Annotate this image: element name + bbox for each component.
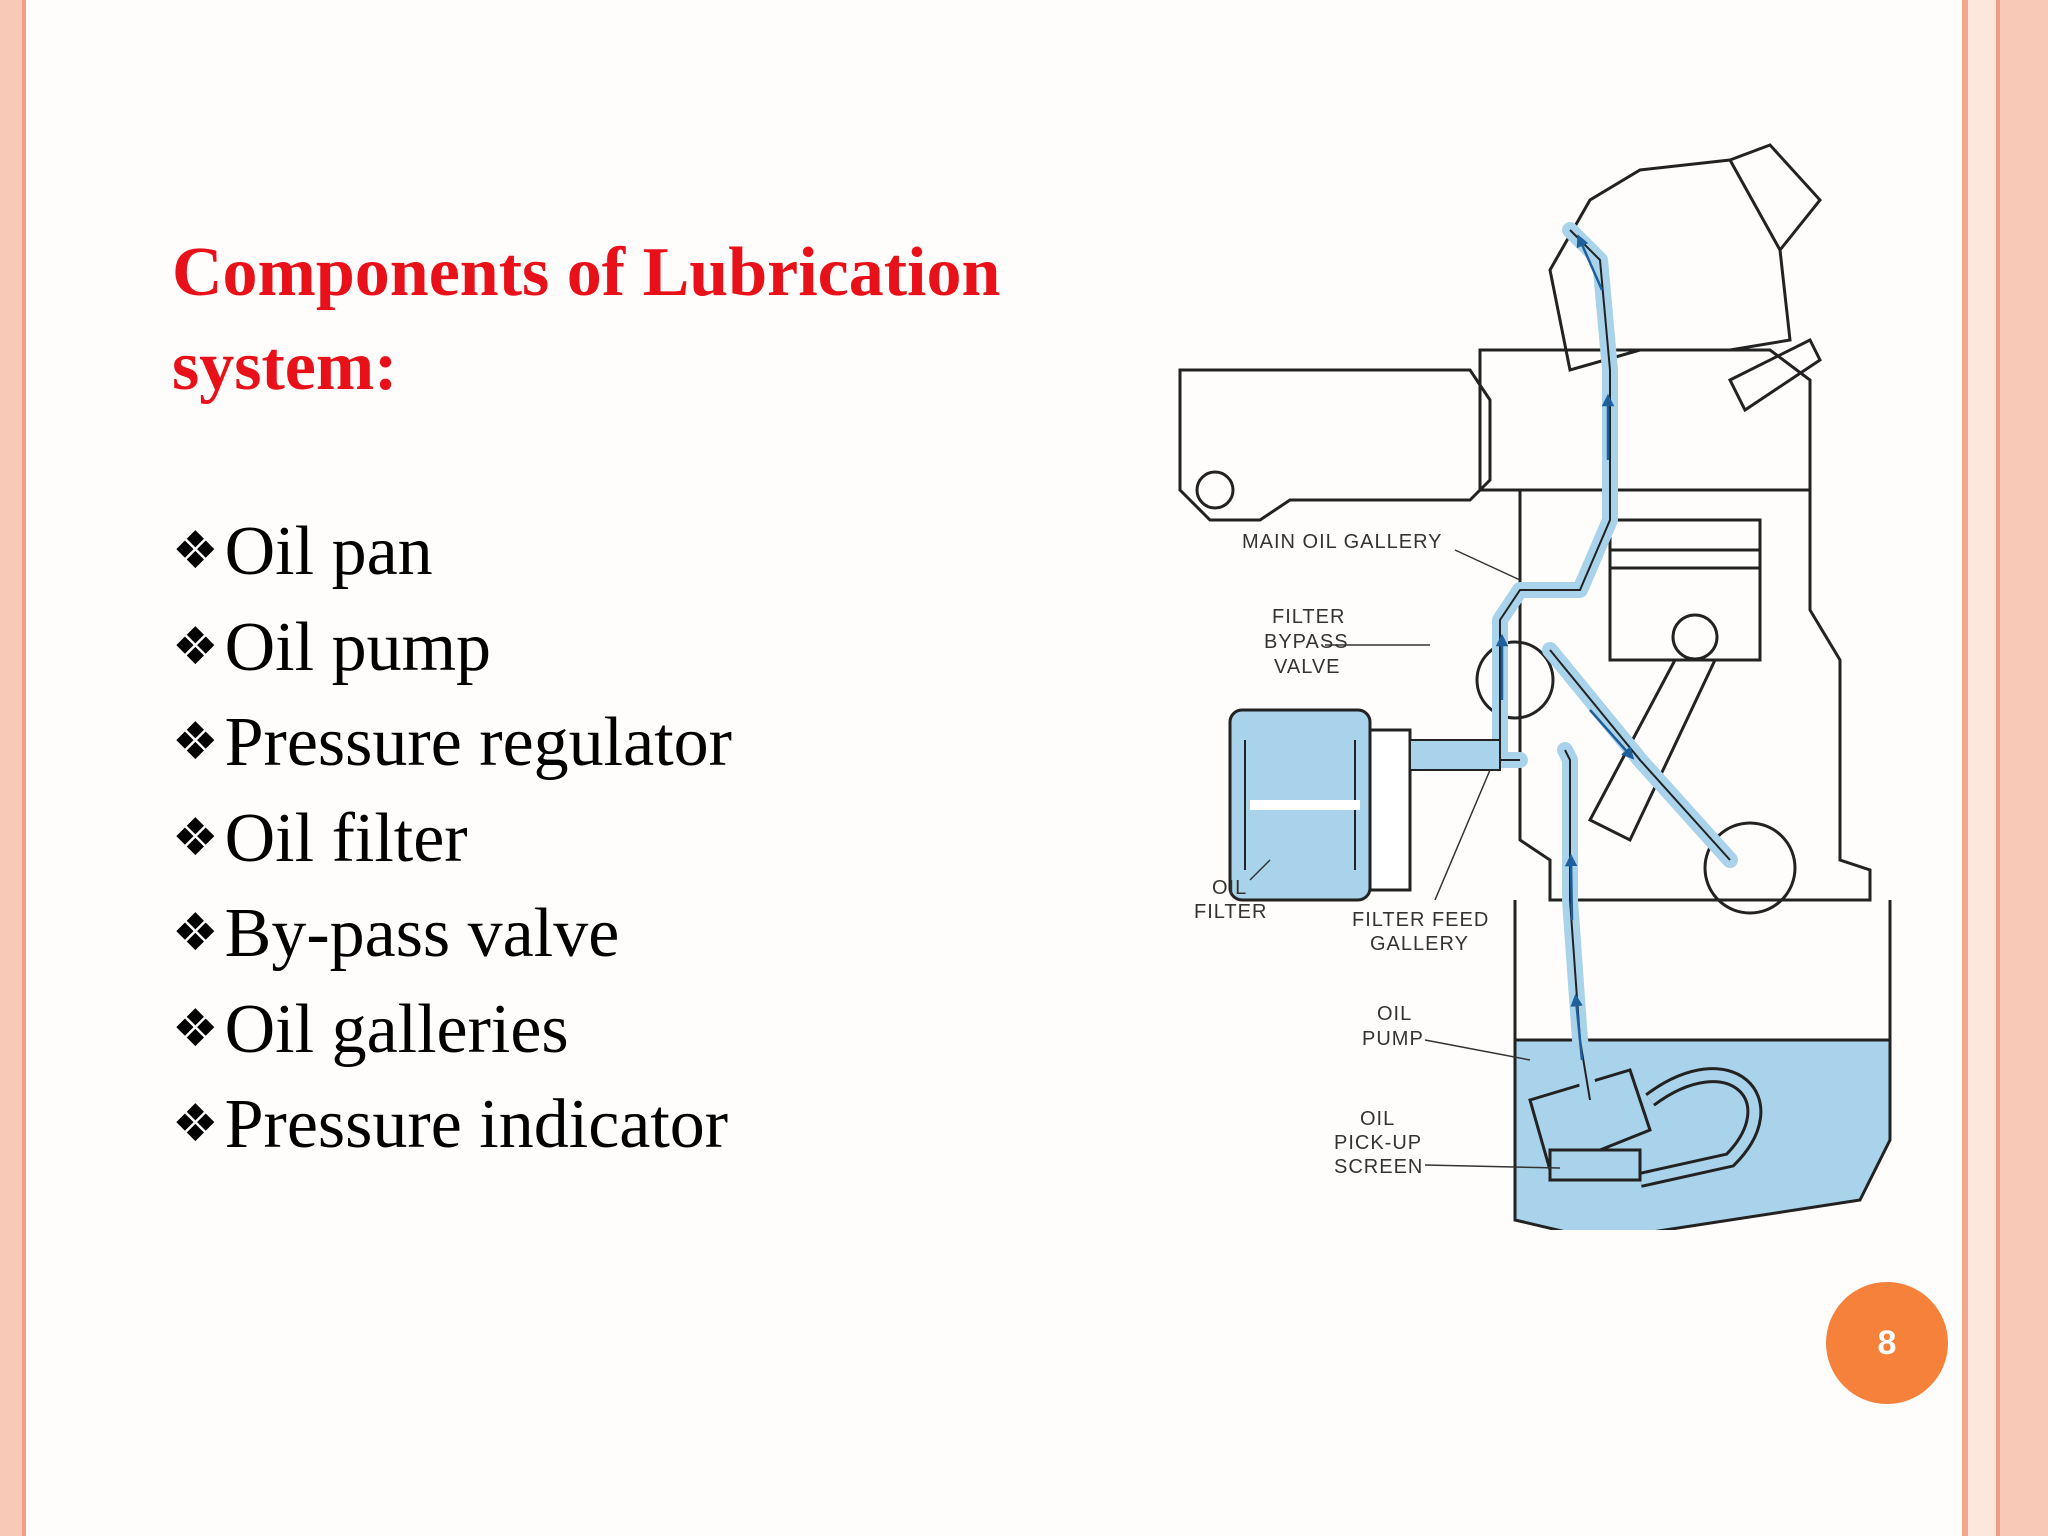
list-item: ❖Oil galleries bbox=[172, 982, 732, 1078]
diamond-bullet-icon: ❖ bbox=[172, 616, 219, 677]
list-item: ❖By-pass valve bbox=[172, 886, 732, 982]
cylinder-head bbox=[1478, 348, 1812, 492]
list-item: ❖Oil pump bbox=[172, 600, 732, 696]
slide-border-left-line bbox=[22, 0, 26, 1536]
slide-title: Components of Lubrication system: bbox=[172, 234, 1001, 405]
oil-filler-cap bbox=[1729, 143, 1822, 251]
label-filter-feed-1: FILTER FEED bbox=[1352, 909, 1489, 931]
diamond-bullet-icon: ❖ bbox=[172, 998, 219, 1059]
camshaft-journal bbox=[1475, 640, 1555, 720]
label-filter-feed-2: GALLERY bbox=[1370, 933, 1469, 955]
label-pickup-1: OIL bbox=[1360, 1108, 1395, 1130]
label-filter-bypass-1: FILTER bbox=[1272, 606, 1345, 628]
slide-border-right-line bbox=[1962, 0, 1968, 1536]
list-item: ❖Pressure regulator bbox=[172, 695, 732, 791]
leader-oil-filter bbox=[1249, 859, 1271, 881]
label-main-oil-gallery: MAIN OIL GALLERY bbox=[1242, 531, 1443, 553]
slide-border-left bbox=[0, 0, 22, 1536]
label-oil-filter-2: FILTER bbox=[1194, 901, 1267, 923]
oil-filter bbox=[1228, 708, 1501, 902]
piston-pin bbox=[1671, 613, 1719, 661]
diamond-bullet-icon: ❖ bbox=[172, 807, 219, 868]
slide-border-right bbox=[2000, 0, 2048, 1536]
oil-pump bbox=[1528, 1068, 1652, 1173]
page-number-badge: 8 bbox=[1826, 1282, 1948, 1404]
piston bbox=[1608, 518, 1762, 662]
list-item: ❖Oil pan bbox=[172, 504, 732, 600]
list-item: ❖Oil filter bbox=[172, 791, 732, 887]
leader-oil-pump bbox=[1424, 1039, 1531, 1061]
spark-plug bbox=[1727, 337, 1822, 413]
leader-main-oil-gallery bbox=[1454, 549, 1521, 581]
label-pickup-2: PICK-UP bbox=[1334, 1132, 1422, 1154]
engine-block bbox=[1518, 488, 1872, 902]
slide-border-right-line-2 bbox=[1996, 0, 2000, 1536]
intake-manifold bbox=[1178, 368, 1492, 522]
component-list: ❖Oil pan ❖Oil pump ❖Pressure regulator ❖… bbox=[172, 504, 732, 1173]
diamond-bullet-icon: ❖ bbox=[172, 712, 219, 772]
label-oil-pump-1: OIL bbox=[1377, 1003, 1412, 1025]
pickup-screen bbox=[1548, 1148, 1642, 1182]
diamond-bullet-icon: ❖ bbox=[172, 1094, 219, 1154]
list-item: ❖Pressure indicator bbox=[172, 1077, 732, 1173]
lubrication-system-diagram: MAIN OIL GALLERY FILTER BYPASS VALVE OIL… bbox=[1178, 143, 1892, 1230]
label-filter-bypass-2: BYPASS bbox=[1264, 631, 1349, 653]
label-pickup-3: SCREEN bbox=[1334, 1156, 1423, 1178]
crankshaft-journal bbox=[1703, 821, 1797, 915]
diamond-bullet-icon: ❖ bbox=[172, 521, 219, 581]
main-oil-gallery bbox=[1492, 222, 1618, 768]
valve-cover bbox=[1548, 158, 1792, 372]
leader-filter-feed bbox=[1434, 769, 1491, 901]
diamond-bullet-icon: ❖ bbox=[172, 903, 219, 963]
slide-border-right-band bbox=[1968, 0, 1996, 1536]
label-oil-pump-2: PUMP bbox=[1362, 1028, 1424, 1050]
label-filter-bypass-3: VALVE bbox=[1274, 656, 1341, 678]
manifold-bolt bbox=[1195, 470, 1235, 510]
label-oil-filter-1: OIL bbox=[1212, 877, 1247, 899]
leader-pickup-screen bbox=[1424, 1164, 1561, 1169]
